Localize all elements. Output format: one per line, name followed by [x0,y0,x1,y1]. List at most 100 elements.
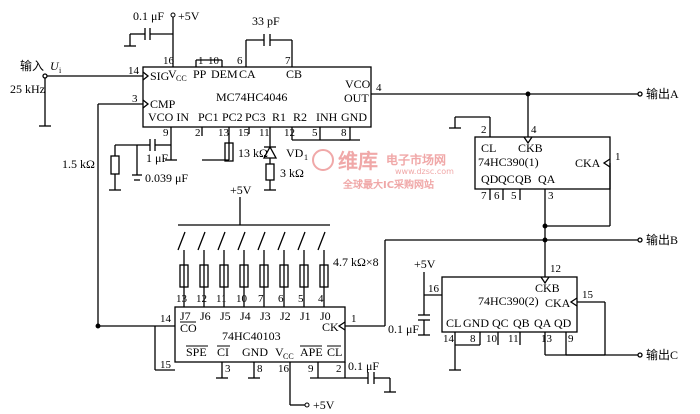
pll-chip-body [142,66,372,128]
res-3k-label: 3 kΩ [280,166,304,180]
div-j4-label: J4 [240,309,251,323]
res-1k5-label: 1.5 kΩ [62,157,95,171]
c2-qb-label: QB [513,316,530,330]
pll-sig-label: SIG [150,69,170,83]
pll-pin-14: 14 [128,65,140,77]
div-j5-label: J5 [220,309,231,323]
vcc-bottom-label: +5V [313,398,335,412]
c2-pin-9: 9 [568,333,574,345]
vcc-c2-label: +5V [414,257,436,271]
c2-gnd-label: GND [463,316,489,330]
div-spe-label: SPE [186,345,207,359]
div-ck-label: CK [322,320,339,334]
pll-vcoin-label: VCO IN [148,110,189,124]
pll-pc3-label: PC3 [245,110,266,124]
div-pin-7: 7 [258,293,264,305]
div-ci-label: CI [217,345,229,359]
c1-pin-1: 1 [615,151,621,163]
div-pin-3: 3 [225,363,231,375]
c2-cl-label: CL [446,316,461,330]
pll-chip-name: MC74HC4046 [216,90,287,104]
c2-qa-label: QA [534,316,552,330]
pll-cmp-label: CMP [150,97,176,111]
c2-pin-10: 10 [486,333,498,345]
div-j1-label: J1 [300,309,311,323]
output-c-label: 输出C [646,347,678,362]
pll-pin-5: 5 [312,127,318,139]
c1-qb-label: QB [515,172,532,186]
pll-pin-8: 8 [341,127,347,139]
watermark-brand: 维库 [338,149,378,173]
pll-pin-1: 1 [198,55,204,67]
pll-vcc-sub: CC [176,74,187,83]
pll-pin-9: 9 [163,127,169,139]
div-vcc-label: V [275,345,284,359]
c1-ckb-label: CKB [518,141,543,155]
div-pin-10: 10 [236,293,248,305]
watermark: 维库 电子市场网 www.dzsc.com 全球最大IC采购网站 [312,149,454,191]
c2-pin-15: 15 [582,289,594,301]
pll-vcc-label: V [168,67,177,81]
div-co-label: CO [180,321,197,335]
input-freq: 25 kHz [10,82,45,96]
c2-ckb-label: CKB [535,281,560,295]
pll-pin-3: 3 [132,93,138,105]
div-pin-14: 14 [160,313,172,325]
c2-qc-label: QC [492,316,509,330]
watermark-url: www.dzsc.com [395,167,454,176]
c1-qa-label: QA [538,172,556,186]
pll-ca-label: CA [239,67,256,81]
div-gnd-label: GND [242,345,268,359]
c2-pin-12: 12 [550,263,561,275]
div-pin-5: 5 [298,293,304,305]
c1-cl-label: CL [481,141,496,155]
pll-pin-15: 15 [238,127,250,139]
c1-pin-3: 3 [548,190,554,202]
c2-qd-label: QD [554,316,572,330]
c2-pin-13: 13 [541,333,553,345]
pll-pin-11: 11 [259,127,270,139]
pll-pin-13: 13 [218,127,230,139]
divider-chip-body [174,306,346,363]
c1-cka-label: CKA [575,156,601,170]
diode-sub: 1 [304,153,308,162]
div-j6-label: J6 [200,309,211,323]
c2-pin-14: 14 [443,333,455,345]
pll-pin-2: 2 [195,127,201,139]
c1-pin-7: 7 [481,190,487,202]
c2-chip-name: 74HC390(2) [478,294,539,308]
diode-label: VD [286,146,304,160]
res-array-label: 4.7 kΩ×8 [333,255,379,269]
div-j2-label: J2 [280,309,291,323]
watermark-slogan: 全球最大IC采购网站 [342,178,434,191]
c2-pin-11: 11 [508,333,519,345]
c1-pin-4: 4 [531,124,537,136]
c1-qc-label: QC [498,172,515,186]
c1-pin-6: 6 [494,190,500,202]
pll-pc1-label: PC1 [198,110,219,124]
pll-pin-10: 10 [208,55,220,67]
div-chip-name: 74HC40103 [222,329,281,343]
div-pin-2: 2 [336,363,342,375]
pll-pc2-label: PC2 [222,110,243,124]
pll-out-label: OUT [344,91,369,105]
c2-pin-16: 16 [428,283,440,295]
vcc-mid-label: +5V [230,183,252,197]
c1-chip-name: 74HC390(1) [478,155,539,169]
cap-top-label: 0.1 μF [133,9,164,23]
cap-vco-label: 1 μF [146,151,168,165]
cap-c2-label: 0.1 μF [388,322,419,336]
c2-cka-label: CKA [545,296,571,310]
pll-pp-label: PP [193,67,207,81]
vcc-top-label: +5V [178,9,200,23]
c1-pin-2: 2 [481,124,487,136]
counter2-chip-body [441,276,578,333]
pll-pin-4: 4 [376,82,382,94]
div-j0-label: J0 [320,309,331,323]
c2-pin-8: 8 [470,333,476,345]
pll-pin-16: 16 [163,55,175,67]
pll-vco-label: VCO [345,77,371,91]
input-sub: i [59,66,62,75]
cap-bottom-label: 0.1 μF [348,359,379,373]
